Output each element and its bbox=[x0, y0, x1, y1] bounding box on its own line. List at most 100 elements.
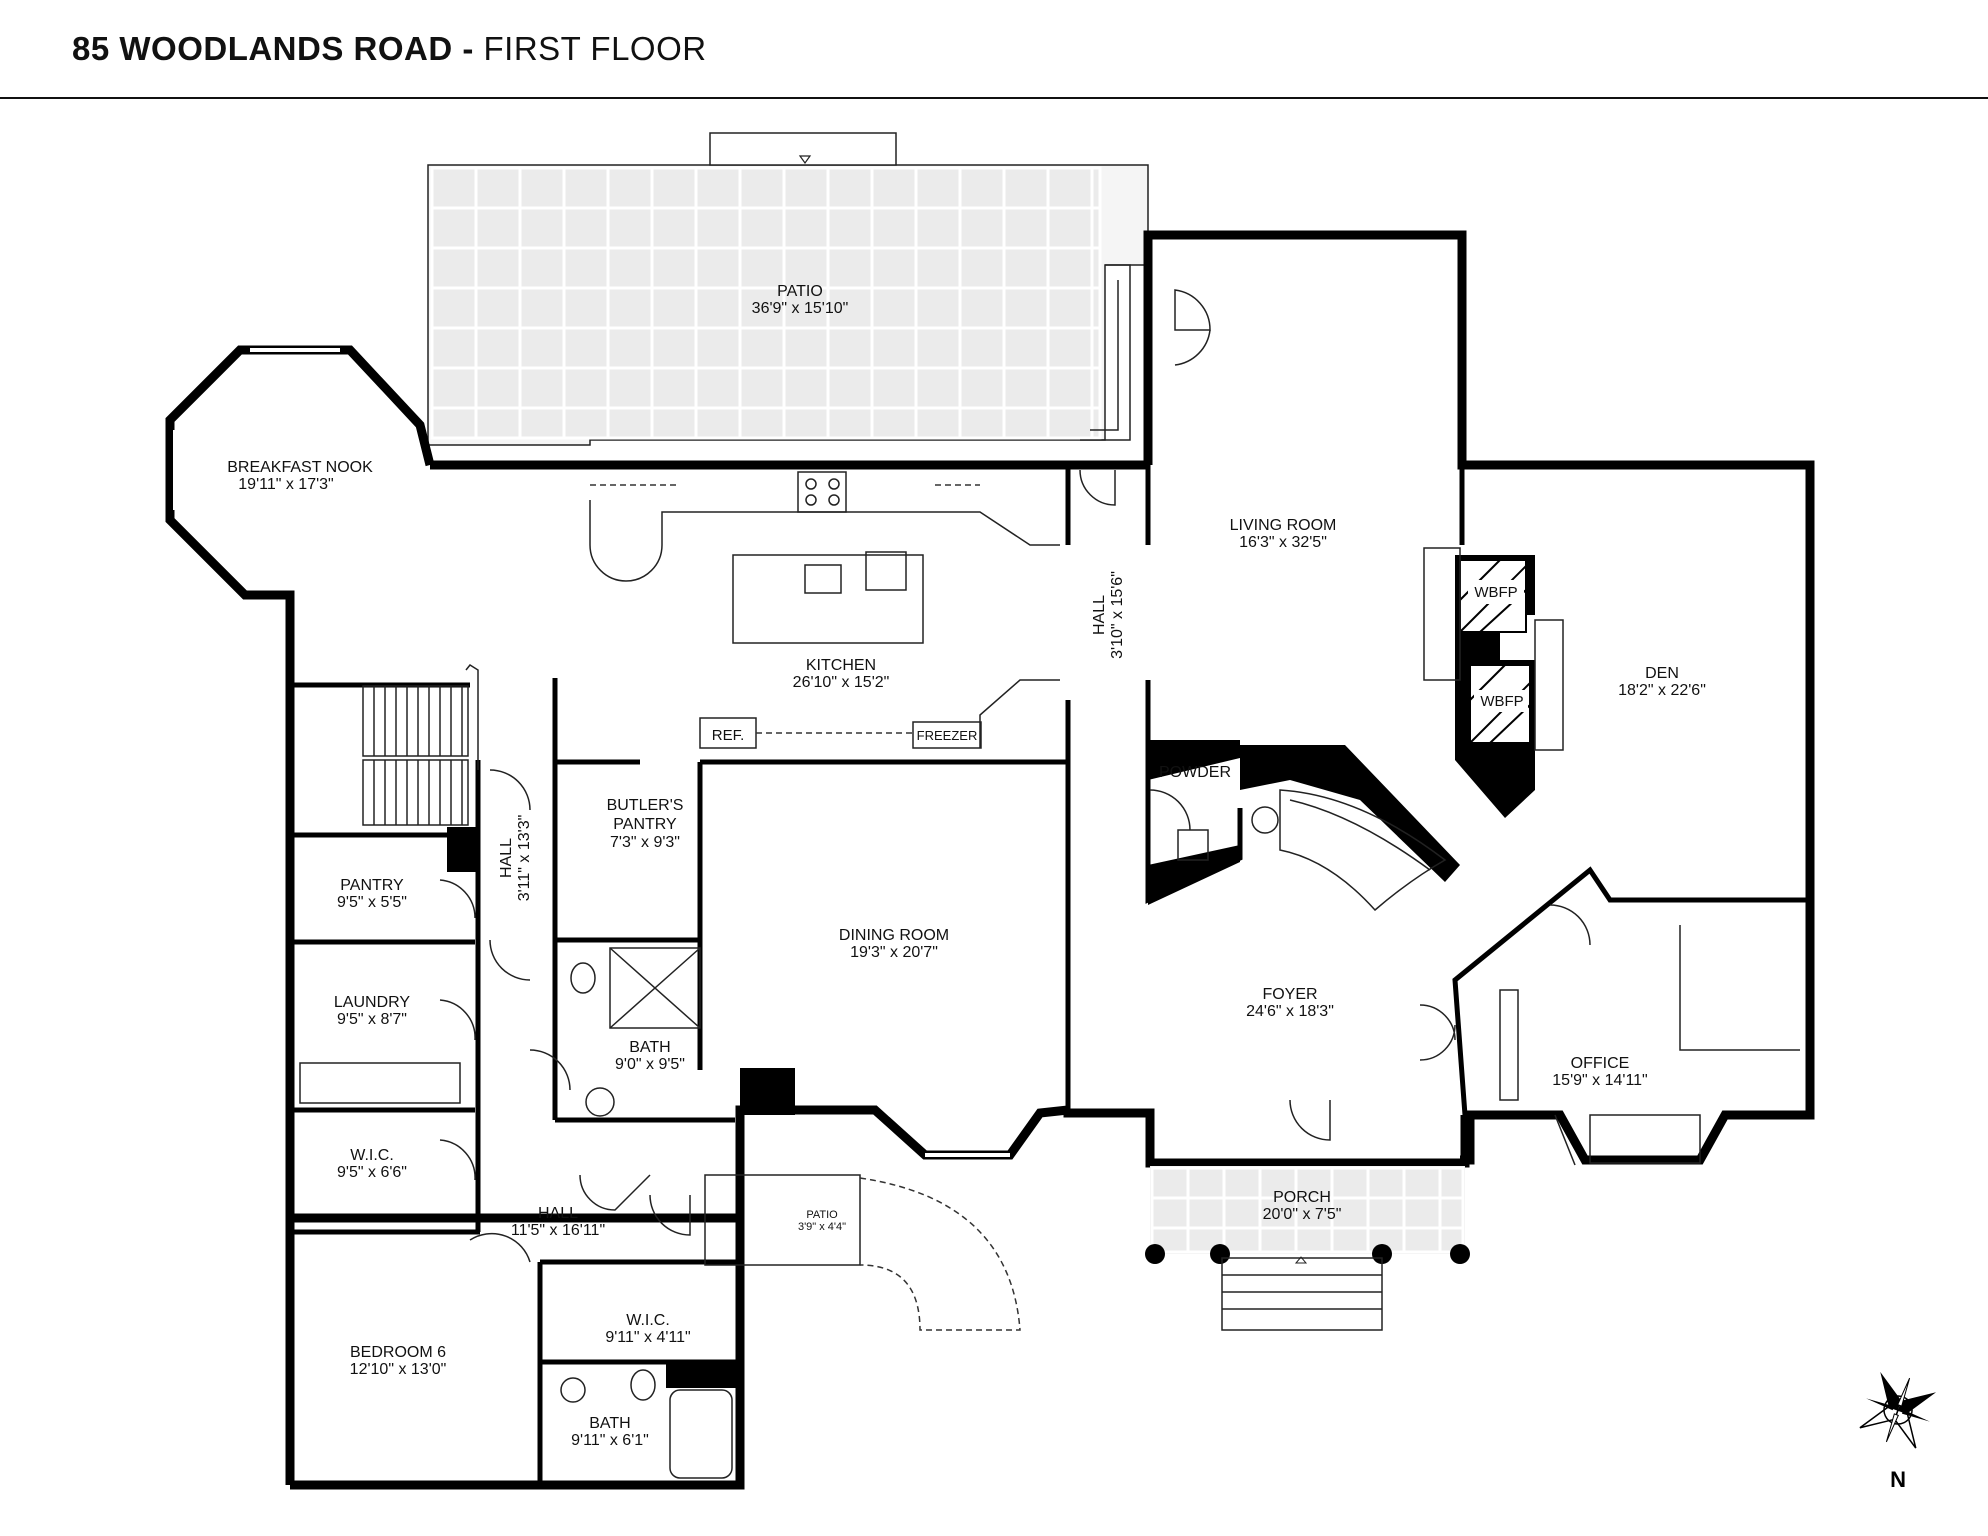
paving-tile bbox=[430, 406, 478, 440]
paving-tile bbox=[430, 246, 478, 290]
room-name: HALL bbox=[498, 838, 515, 878]
room-name: KITCHEN bbox=[806, 657, 876, 674]
paving-tile bbox=[1438, 1196, 1465, 1230]
room-labels: PATIO 36'9" x 15'10" BREAKFAST NOOK 19'1… bbox=[227, 283, 1706, 1449]
paving-tile bbox=[1002, 206, 1050, 250]
room-bath-1: BATH 9'0" x 9'5" bbox=[615, 1039, 685, 1073]
paving-tile bbox=[650, 366, 698, 410]
paving-tile bbox=[1046, 286, 1094, 330]
paving-tile bbox=[738, 406, 786, 440]
paving-tile bbox=[606, 366, 654, 410]
room-foyer: FOYER 24'6" x 18'3" bbox=[1246, 986, 1334, 1020]
paving-tile bbox=[430, 326, 478, 370]
paving-tile bbox=[474, 366, 522, 410]
paving-tile bbox=[1090, 366, 1102, 410]
room-name: PATIO bbox=[806, 1209, 838, 1221]
paving-tile bbox=[1090, 406, 1102, 440]
paving-tile bbox=[914, 246, 962, 290]
paving-tile bbox=[914, 326, 962, 370]
refrigerator-label: REF. bbox=[712, 727, 745, 744]
room-den: DEN 18'2" x 22'6" bbox=[1618, 665, 1706, 699]
paving-tile bbox=[474, 326, 522, 370]
paving-tile bbox=[650, 326, 698, 370]
paving-tile bbox=[474, 246, 522, 290]
room-dims: 19'11" x 17'3" bbox=[238, 476, 333, 493]
room-patio-small: PATIO 3'9" x 4'4" bbox=[798, 1209, 846, 1233]
paving-tile bbox=[1002, 246, 1050, 290]
paving-tile bbox=[958, 246, 1006, 290]
room-name: OFFICE bbox=[1571, 1055, 1630, 1072]
room-name: BEDROOM 6 bbox=[350, 1344, 446, 1361]
room-dims: 24'6" x 18'3" bbox=[1246, 1003, 1334, 1020]
paving-tile bbox=[562, 406, 610, 440]
paving-tile bbox=[738, 166, 786, 210]
paving-tile bbox=[430, 166, 478, 210]
paving-tile bbox=[474, 166, 522, 210]
room-dims: 9'0" x 9'5" bbox=[615, 1056, 685, 1073]
paving-tile bbox=[958, 286, 1006, 330]
plan-title: 85 WOODLANDS ROAD - FIRST FLOOR bbox=[72, 30, 707, 68]
room-name: PANTRY bbox=[340, 877, 404, 894]
paving-tile bbox=[782, 166, 830, 210]
paving-tile bbox=[1090, 246, 1102, 290]
room-dims: 36'9" x 15'10" bbox=[752, 300, 849, 317]
room-dims: 19'3" x 20'7" bbox=[850, 944, 938, 961]
paving-tile bbox=[1090, 166, 1102, 210]
paving-tile bbox=[694, 326, 742, 370]
paving-tile bbox=[914, 206, 962, 250]
paving-tile bbox=[1402, 1226, 1442, 1254]
paving-tile bbox=[1258, 1226, 1298, 1254]
paving-tile bbox=[782, 206, 830, 250]
paving-tile bbox=[1222, 1166, 1262, 1200]
room-dims: 15'9" x 14'11" bbox=[1552, 1072, 1647, 1089]
room-dims: 16'3" x 32'5" bbox=[1239, 534, 1327, 551]
paving-tile bbox=[1330, 1196, 1370, 1230]
west-staircase bbox=[362, 664, 479, 826]
room-dims: 11'5" x 16'11" bbox=[511, 1222, 605, 1239]
room-dims: 20'0" x 7'5" bbox=[1263, 1206, 1342, 1223]
paving-tile bbox=[782, 366, 830, 410]
paving-tile bbox=[606, 406, 654, 440]
paving-tile bbox=[1046, 326, 1094, 370]
paving-tile bbox=[782, 246, 830, 290]
room-bedroom-6: BEDROOM 6 12'10" x 13'0" bbox=[350, 1344, 447, 1378]
paving-tile bbox=[650, 246, 698, 290]
kitchen-fixtures: REF. FREEZER bbox=[589, 471, 1060, 749]
room-breakfast-nook: BREAKFAST NOOK 19'11" x 17'3" bbox=[227, 459, 373, 493]
paving-tile bbox=[958, 366, 1006, 410]
room-dims: 12'10" x 13'0" bbox=[350, 1361, 447, 1378]
room-butlers-pantry: BUTLER'S PANTRY 7'3" x 9'3" bbox=[607, 797, 684, 851]
room-living-room: LIVING ROOM 16'3" x 32'5" bbox=[1230, 517, 1337, 551]
paving-tile bbox=[430, 366, 478, 410]
paving-tile bbox=[606, 326, 654, 370]
paving-tile bbox=[1366, 1196, 1406, 1230]
paving-tile bbox=[1046, 366, 1094, 410]
paving-tile bbox=[958, 206, 1006, 250]
paving-tile bbox=[1046, 166, 1094, 210]
room-powder: POWDER bbox=[1159, 764, 1231, 781]
room-name: BREAKFAST NOOK bbox=[227, 459, 373, 476]
room-name: W.I.C. bbox=[350, 1147, 394, 1164]
paving-tile bbox=[1294, 1196, 1334, 1230]
paving-tile bbox=[1222, 1196, 1262, 1230]
paving-tile bbox=[650, 206, 698, 250]
paving-tile bbox=[518, 406, 566, 440]
compass-north-label: N bbox=[1890, 1467, 1906, 1492]
paving-tile bbox=[958, 166, 1006, 210]
paving-tile bbox=[782, 326, 830, 370]
room-name: HALL bbox=[538, 1205, 578, 1222]
small-patio bbox=[704, 1174, 1021, 1331]
paving-tile bbox=[1294, 1166, 1334, 1200]
paving-tile bbox=[650, 166, 698, 210]
fireplace-label-1: WBFP bbox=[1474, 584, 1517, 601]
room-name: POWDER bbox=[1159, 764, 1231, 781]
paving-tile bbox=[826, 366, 874, 410]
paving-tile bbox=[1002, 166, 1050, 210]
paving-tile bbox=[518, 166, 566, 210]
paving-tile bbox=[474, 206, 522, 250]
interior-walls bbox=[290, 465, 1810, 1485]
paving-tile bbox=[826, 326, 874, 370]
paving-tile bbox=[1002, 326, 1050, 370]
compass-icon bbox=[1859, 1371, 1937, 1449]
paving-tile bbox=[562, 206, 610, 250]
